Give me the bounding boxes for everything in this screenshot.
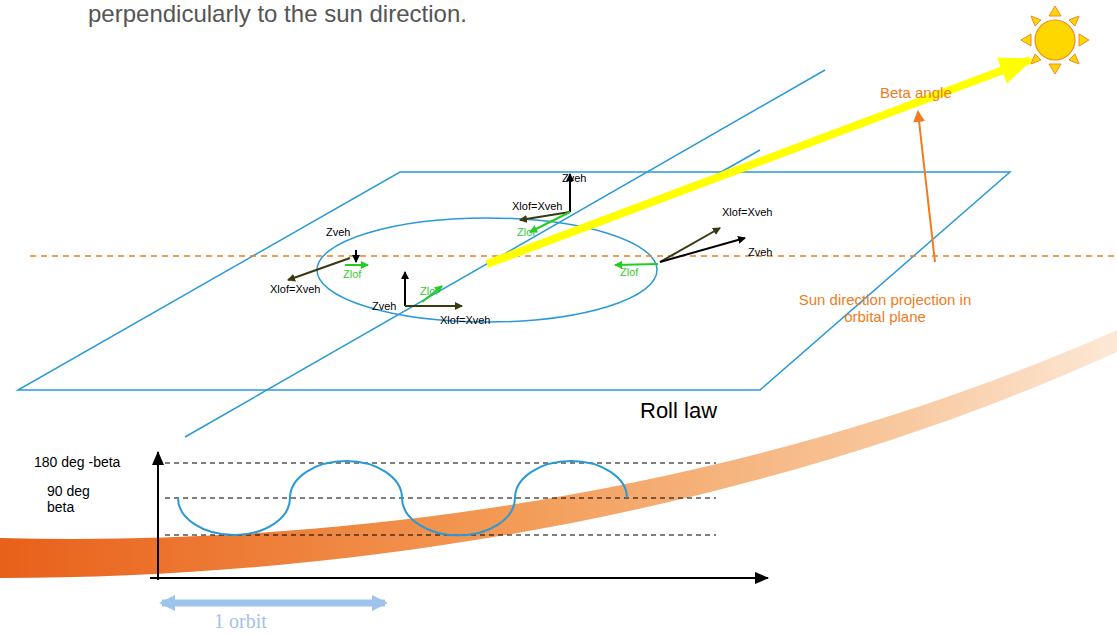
axis-label: Xlof=Xveh: [440, 314, 490, 327]
chart-title: Roll law: [640, 398, 717, 423]
axis-label: Xlof=Xveh: [512, 200, 562, 213]
note-label: Sun direction projection in orbital plan…: [785, 291, 985, 326]
axis-label: Zlof: [420, 285, 438, 298]
axis-label: Zveh: [326, 226, 350, 239]
axis-label: Zveh: [748, 246, 772, 259]
axis-label: Xlof=Xveh: [270, 283, 320, 296]
axis-tick-label: 90 deg: [47, 483, 90, 499]
slide-text: perpendicularly to the sun direction.: [88, 0, 467, 28]
axis-tick-label: beta: [47, 499, 74, 515]
axis-label: Zveh: [372, 300, 396, 313]
axis-label: Zlof: [517, 226, 535, 239]
axis-label: Zlof: [620, 266, 638, 279]
axis-tick-label: 180 deg -beta: [34, 454, 120, 470]
angle-label: Beta angle: [880, 84, 952, 101]
span-label: 1 orbit: [214, 610, 267, 633]
axis-label: Zlof: [343, 268, 361, 281]
axis-label: Xlof=Xveh: [722, 206, 772, 219]
axis-label: Zveh: [562, 172, 586, 185]
